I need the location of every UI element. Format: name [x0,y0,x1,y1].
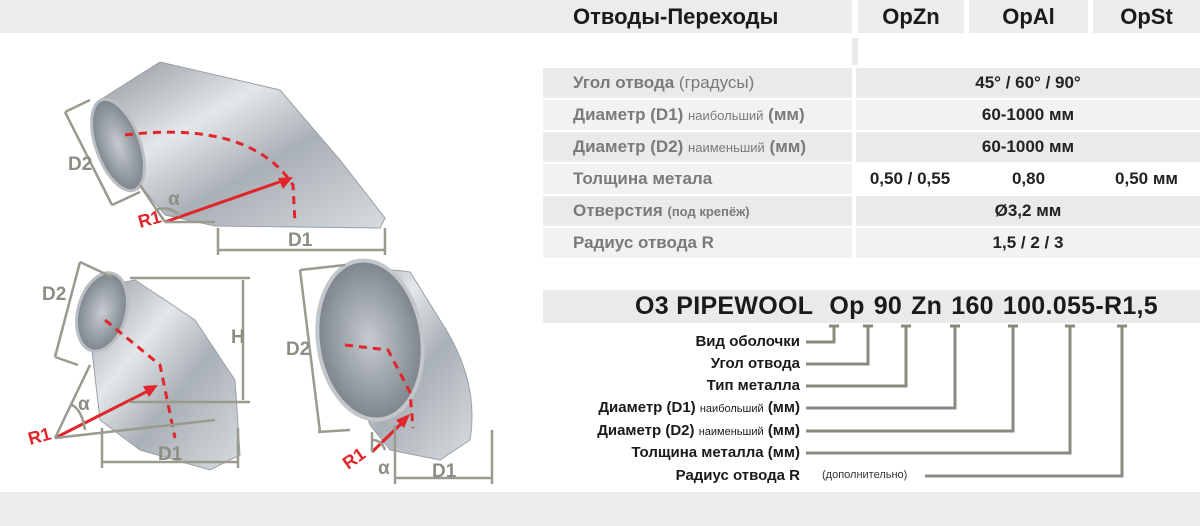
elbow-90-smooth: D2 D1 R1 α [286,258,494,484]
legend-metal: Тип металла [706,377,800,394]
code-brand: O3 PIPEWOOL [635,292,814,320]
table-row-holes-value: Ø3,2 мм [856,196,1200,226]
code-rest: 100.055-R1,5 [1002,292,1158,320]
table-row-holes-label: Отверстия (под крепёж) [543,196,852,226]
elbow-45: D2 H D1 R1 α [26,260,250,471]
product-code: O3 PIPEWOOL Op 90 Zn 160 100.055-R1,5 [543,290,1200,323]
column-header-opst: OpSt [1120,3,1173,29]
code-metal: Zn [911,292,943,320]
table-row-thickness-label: Толщина метала [543,164,852,194]
bottom-band [0,492,1200,526]
legend-thickness: Толщина металла (мм) [631,444,800,461]
table-row-d1-value: 60-1000 мм [856,100,1200,130]
legend-shell-type: Вид оболочки [695,333,800,350]
label-d1: D1 [158,444,183,465]
label-d1: D1 [288,230,313,251]
code-shell-type: Op [829,292,865,320]
label-alpha: α [78,394,90,415]
table-row-d1-label: Диаметр (D1) наибольший (мм) [543,100,852,130]
label-d2: D2 [286,339,310,360]
table-row-d2-value: 60-1000 мм [856,132,1200,162]
legend-radius: Радиус отвода R [675,467,800,484]
table-row-d2-label: Диаметр (D2) наименьший (мм) [543,132,852,162]
column-header-opzn: OpZn [882,3,940,29]
label-h: H [231,327,245,348]
label-d2: D2 [68,154,92,175]
legend-d1: Диаметр (D1) наибольший (мм) [598,399,800,416]
legend-d2: Диаметр (D2) наименьший (мм) [597,422,800,439]
spacer-cell [852,38,858,65]
elbow-illustrations: D2 D1 R1 α D2 H D1 R1 α [26,61,494,484]
label-alpha: α [168,189,180,210]
table-title: Отводы-Переходы [573,3,779,29]
table-row-radius-value: 1,5 / 2 / 3 [856,228,1200,258]
legend-angle: Угол отвода [710,355,800,372]
label-alpha: α [378,458,390,479]
label-r1: R1 [26,424,53,449]
table-row-thickness-opzn: 0,50 / 0,55 [856,164,964,194]
label-d1: D1 [432,461,457,482]
code-d1: 160 [951,292,994,320]
table-row-thickness-opst: 0,50 мм [1093,164,1200,194]
elbow-90-segmented: D2 D1 R1 α [63,61,387,255]
legend-radius-optional: (дополнительно) [822,469,908,481]
table-row-thickness-opal: 0,80 [969,164,1088,194]
label-r1: R1 [339,444,369,474]
label-r1: R1 [136,207,163,232]
table-row-angle-value: 45° / 60° / 90° [856,68,1200,98]
table-row-angle-label: Угол отвода (градусы) [543,68,852,98]
code-angle: 90 [873,292,903,320]
column-header-opal: OpAl [1002,3,1055,29]
top-band [0,0,1200,33]
label-d2: D2 [42,284,66,305]
table-row-radius-label: Радиус отвода R [543,228,852,258]
